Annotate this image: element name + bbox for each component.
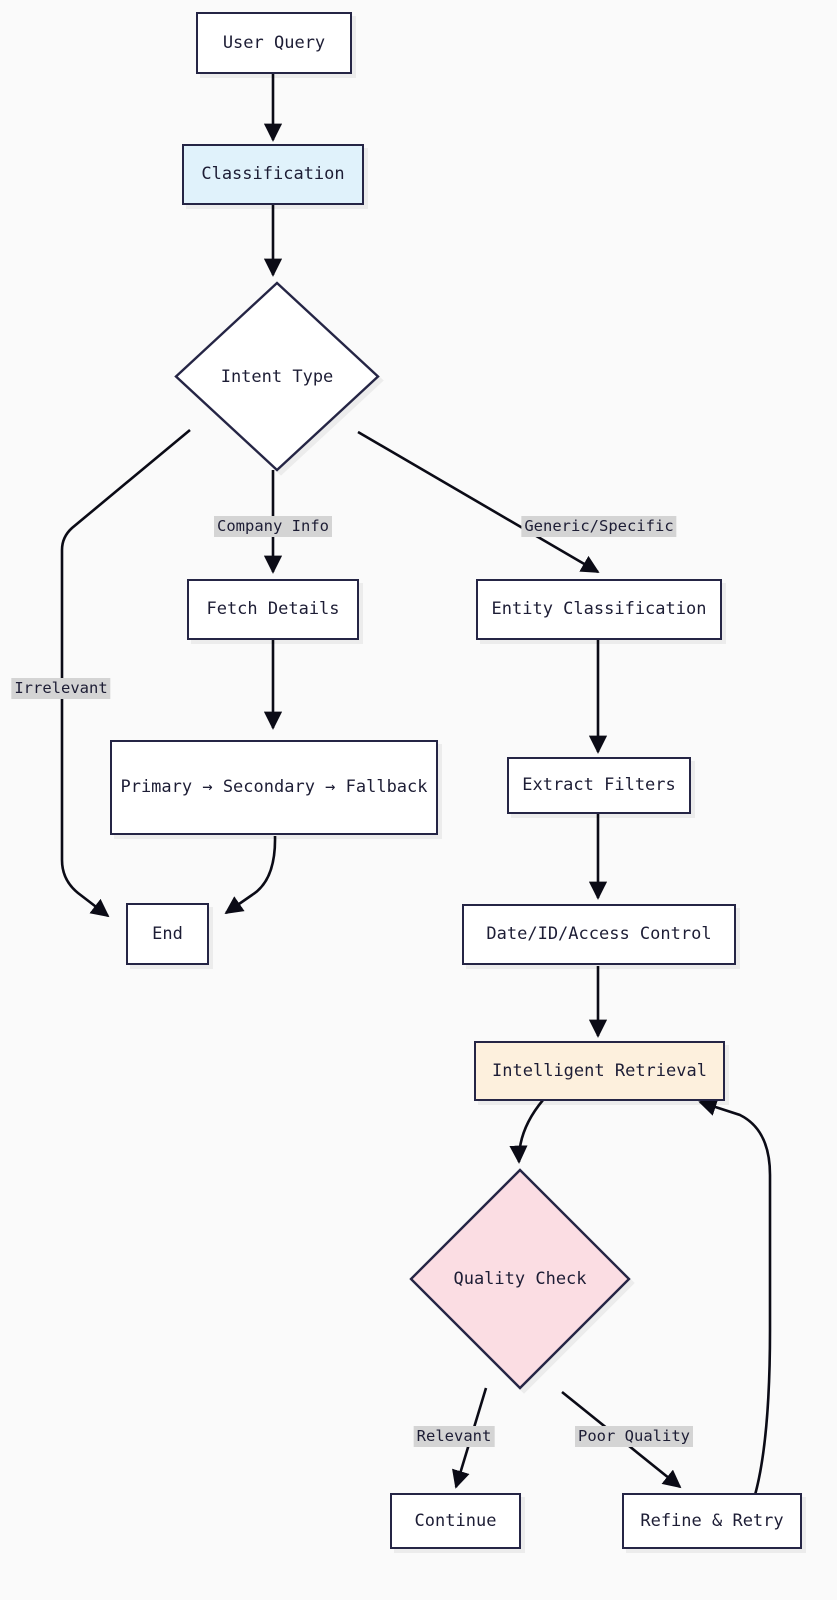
edge-label-generic-specific: Generic/Specific: [521, 516, 677, 538]
edge-label-poor-quality: Poor Quality: [575, 1426, 693, 1448]
edge-label-company-info: Company Info: [214, 516, 332, 538]
node-user-query[interactable]: User Query: [196, 12, 352, 74]
node-quality-check[interactable]: Quality Check: [409, 1168, 631, 1390]
node-primary-chain-label: Primary → Secondary → Fallback: [120, 777, 428, 798]
node-extract-filters-label: Extract Filters: [522, 775, 676, 796]
edge-primary-chain-to-end: [224, 835, 277, 915]
node-intent-type[interactable]: Intent Type: [174, 281, 380, 472]
node-access-control[interactable]: Date/ID/Access Control: [462, 904, 736, 965]
edge-intelligent-retrieval-to-quality-check: [509, 1099, 544, 1164]
edge-label-relevant: Relevant: [413, 1426, 495, 1448]
node-continue[interactable]: Continue: [390, 1493, 521, 1549]
node-end[interactable]: End: [126, 903, 209, 965]
node-entity-classification-label: Entity Classification: [491, 599, 707, 620]
node-end-label: End: [152, 923, 183, 944]
node-entity-classification[interactable]: Entity Classification: [476, 579, 722, 640]
edge-intent-type-to-entity-classification: [357, 430, 600, 574]
node-classification-label: Classification: [201, 164, 345, 185]
edge-refine-retry-to-intelligent-retrieval: [698, 1098, 772, 1496]
node-intelligent-retrieval-label: Intelligent Retrieval: [492, 1060, 707, 1081]
node-access-control-label: Date/ID/Access Control: [486, 924, 712, 945]
edge-label-irrelevant: Irrelevant: [11, 678, 111, 700]
node-continue-label: Continue: [414, 1510, 497, 1531]
node-primary-chain[interactable]: Primary → Secondary → Fallback: [110, 740, 438, 835]
edge-intent-type-to-end-irrelevant: [60, 428, 191, 918]
node-quality-check-label: Quality Check: [453, 1269, 587, 1289]
node-classification[interactable]: Classification: [182, 144, 364, 205]
node-extract-filters[interactable]: Extract Filters: [507, 757, 691, 814]
node-refine-retry-label: Refine & Retry: [640, 1510, 784, 1531]
node-intent-type-label: Intent Type: [220, 366, 334, 387]
node-fetch-details-label: Fetch Details: [206, 599, 340, 620]
node-fetch-details[interactable]: Fetch Details: [187, 579, 359, 640]
node-refine-retry[interactable]: Refine & Retry: [622, 1493, 802, 1549]
node-intelligent-retrieval[interactable]: Intelligent Retrieval: [474, 1041, 725, 1101]
node-user-query-label: User Query: [222, 32, 326, 53]
